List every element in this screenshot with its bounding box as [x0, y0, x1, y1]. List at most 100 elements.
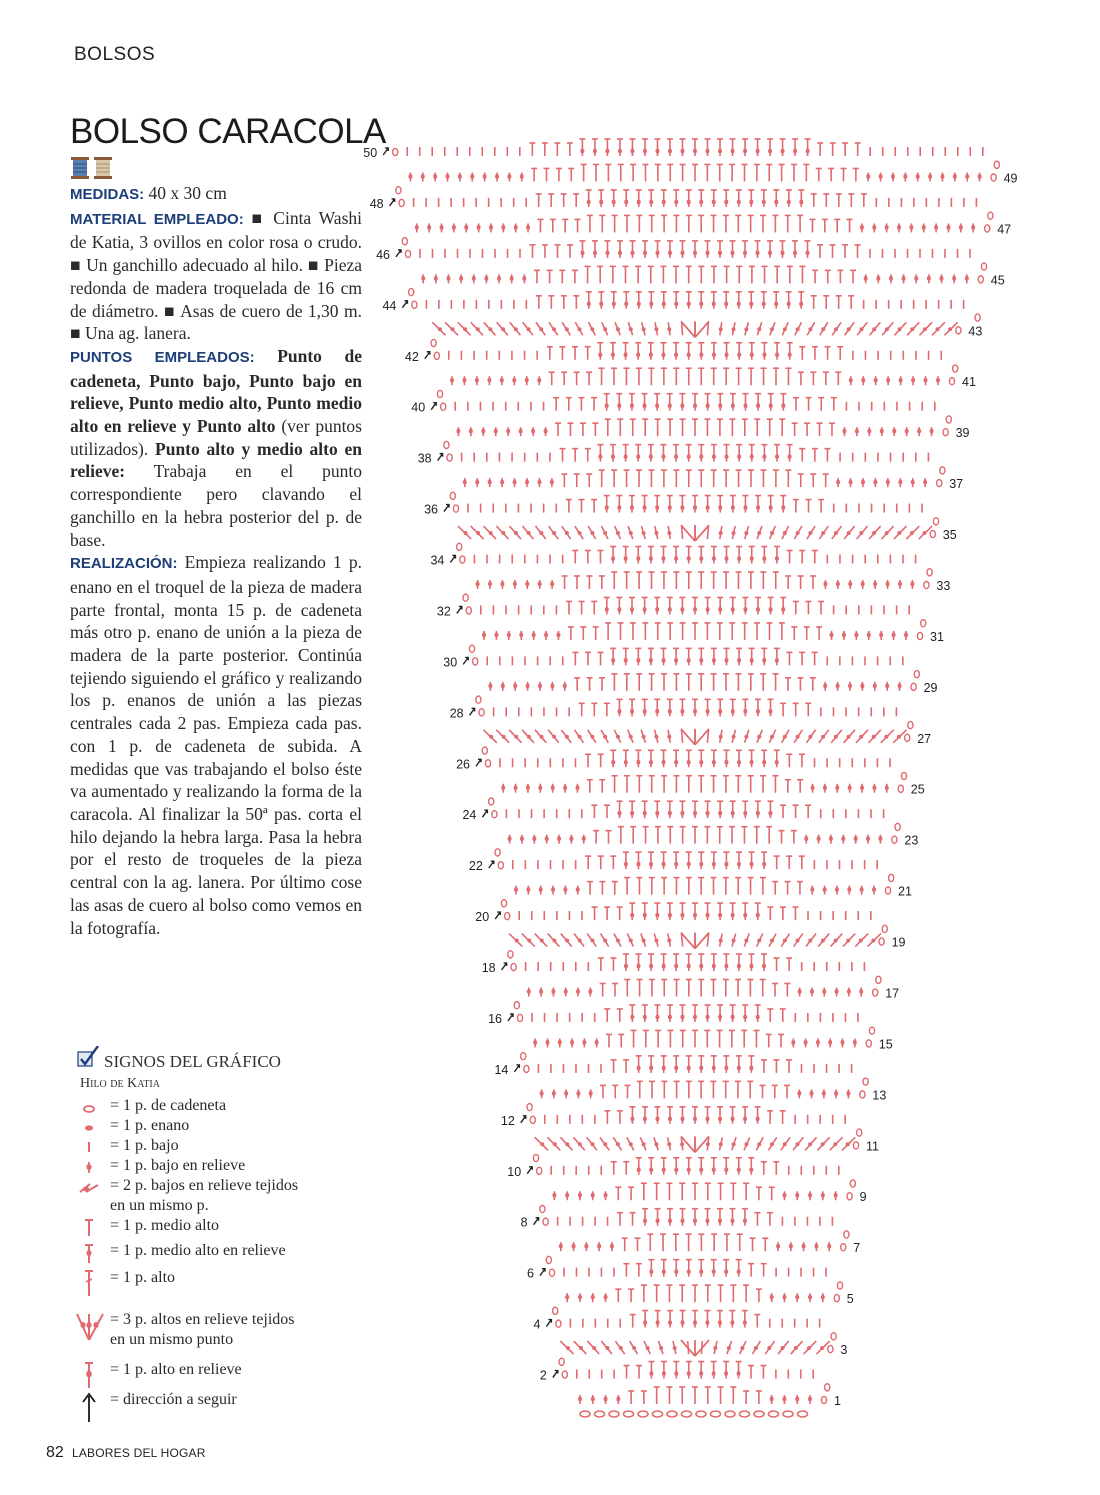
relieve-text: Trabaja en el punto correspondiente pero… [70, 461, 363, 550]
page-footer: 82 LABORES DEL HOGAR [46, 1444, 206, 1462]
stitch-mark [737, 556, 742, 562]
stitch-mark [450, 377, 454, 383]
stitch-mark [686, 759, 691, 765]
stitch-mark [513, 327, 518, 332]
stitch-mark [787, 352, 792, 358]
stitch-mark [680, 933, 684, 947]
row-number-label: 39 [956, 426, 970, 440]
direction-arrow-mark [462, 656, 469, 665]
stitch-mark [705, 810, 710, 816]
stitch-mark [667, 938, 672, 943]
stitch-mark [749, 1167, 754, 1173]
page-number: 82 [46, 1444, 64, 1461]
stitch-mark [936, 377, 940, 383]
stitch-mark [797, 1090, 802, 1096]
chain-mark [465, 606, 473, 615]
stitch-mark [737, 352, 742, 358]
stitch-mark [699, 759, 704, 765]
row-number-label: 38 [418, 452, 432, 466]
checkbox-icon [77, 1046, 99, 1067]
stitch-mark [768, 250, 772, 256]
stitch-mark [519, 173, 524, 179]
stitch-mark [603, 1396, 608, 1402]
stitch-mark [552, 734, 557, 739]
stitch-mark [642, 1014, 647, 1020]
chain-mark [839, 1242, 847, 1252]
stitch-mark [611, 301, 616, 307]
stitch-mark [846, 988, 851, 994]
single-crochet-relief-icon [86, 1162, 92, 1173]
chain-mark [622, 1410, 635, 1418]
stitch-mark [506, 428, 511, 434]
stitch-mark [718, 810, 723, 816]
stitch-mark [786, 199, 791, 205]
stitch-mark [724, 1371, 729, 1377]
stitch-mark [866, 632, 871, 638]
chain-mark [891, 835, 898, 844]
article-title: BOLSO CARACOLA [70, 112, 386, 151]
stitch-mark [564, 327, 569, 332]
stitch-mark [654, 938, 659, 943]
stitch-mark [674, 352, 679, 358]
stitch-mark [755, 1116, 760, 1122]
stitch-mark [655, 810, 660, 816]
chain-mark [738, 1410, 751, 1418]
stitch-mark [462, 377, 467, 383]
chain-mark [433, 351, 441, 361]
stitch-mark [680, 148, 685, 154]
chain-mark [545, 1255, 553, 1265]
stitch-mark [910, 479, 915, 485]
direction-arrow-mark [513, 1064, 521, 1073]
stitch-mark [939, 275, 944, 281]
stitch-mark [718, 148, 723, 154]
stitch-mark [848, 377, 853, 383]
stitch-mark [743, 606, 748, 612]
stitch-mark [584, 1243, 589, 1249]
stitch-mark [599, 301, 604, 307]
chain-mark [855, 1128, 863, 1137]
stitch-mark [570, 1039, 575, 1045]
stitch-mark [451, 224, 456, 230]
stitch-mark [810, 887, 815, 893]
stitch-mark [736, 1065, 741, 1071]
stitch-mark [774, 199, 779, 205]
stitch-mark [744, 531, 749, 536]
stitch-mark [730, 505, 735, 511]
stitch-mark [782, 1396, 787, 1402]
stitch-mark [649, 1065, 654, 1071]
stitch-mark [680, 708, 685, 714]
stitch-mark [782, 327, 787, 332]
stitch-mark [770, 531, 775, 536]
stitch-mark [674, 556, 679, 562]
puntos-note: (ver puntos utilizados). [70, 416, 362, 459]
chain-mark [558, 1357, 565, 1367]
row-number-label: 6 [527, 1267, 534, 1281]
stitch-mark [641, 938, 646, 943]
stitch-mark [674, 1269, 679, 1275]
stitch-mark [667, 505, 672, 511]
stitch-mark [795, 938, 800, 943]
chain-mark [843, 1230, 850, 1239]
stitch-mark [674, 861, 679, 867]
stitch-mark [674, 963, 679, 969]
stitch-mark [686, 352, 691, 358]
stitch-mark [718, 1014, 723, 1020]
stitch-mark [564, 531, 569, 536]
stitch-mark [533, 1039, 538, 1045]
stitch-mark [730, 810, 735, 816]
stitch-mark [578, 1346, 583, 1351]
stitch-mark [414, 224, 419, 230]
stitch-mark [866, 173, 871, 179]
stitch-mark [569, 836, 574, 842]
stitch-mark [878, 173, 883, 179]
stitch-mark [797, 988, 802, 994]
stitch-mark [718, 912, 723, 918]
stitch-mark [642, 708, 647, 714]
stitch-mark [833, 734, 838, 739]
stitch-mark [756, 403, 761, 409]
realizacion-label: REALIZACIÓN: [70, 555, 178, 573]
stitch-mark [872, 327, 877, 332]
stitch-mark [539, 531, 544, 536]
stitch-mark [803, 1039, 808, 1045]
stitch-mark [884, 224, 889, 230]
